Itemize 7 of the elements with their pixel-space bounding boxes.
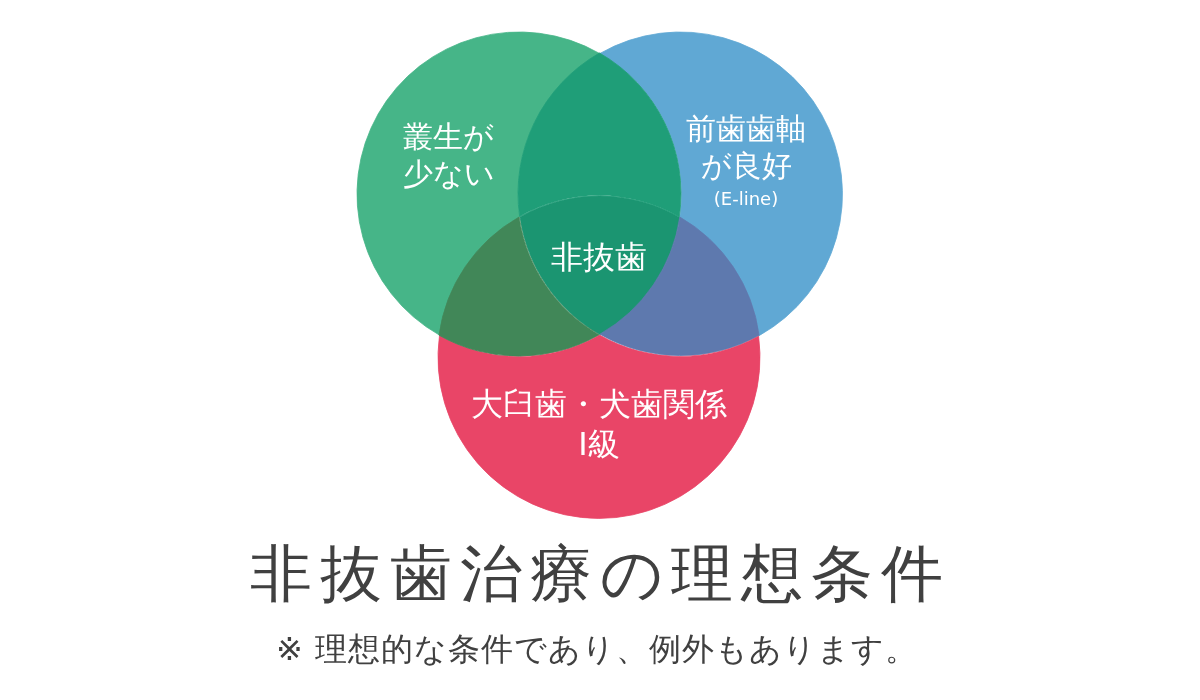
circle-label: 大臼歯・犬歯関係Ⅰ級 [470,384,728,464]
circle-label: 非抜歯 [551,237,647,277]
caption: ※ 理想的な条件であり、例外もあります。 [276,630,918,668]
note-label: (E-line) [713,187,779,211]
circle-label: 叢生が少ない [402,117,496,193]
title: 非抜歯治療の理想条件 [249,539,951,609]
circle-label: 前歯歯軸が良好 [685,109,807,185]
